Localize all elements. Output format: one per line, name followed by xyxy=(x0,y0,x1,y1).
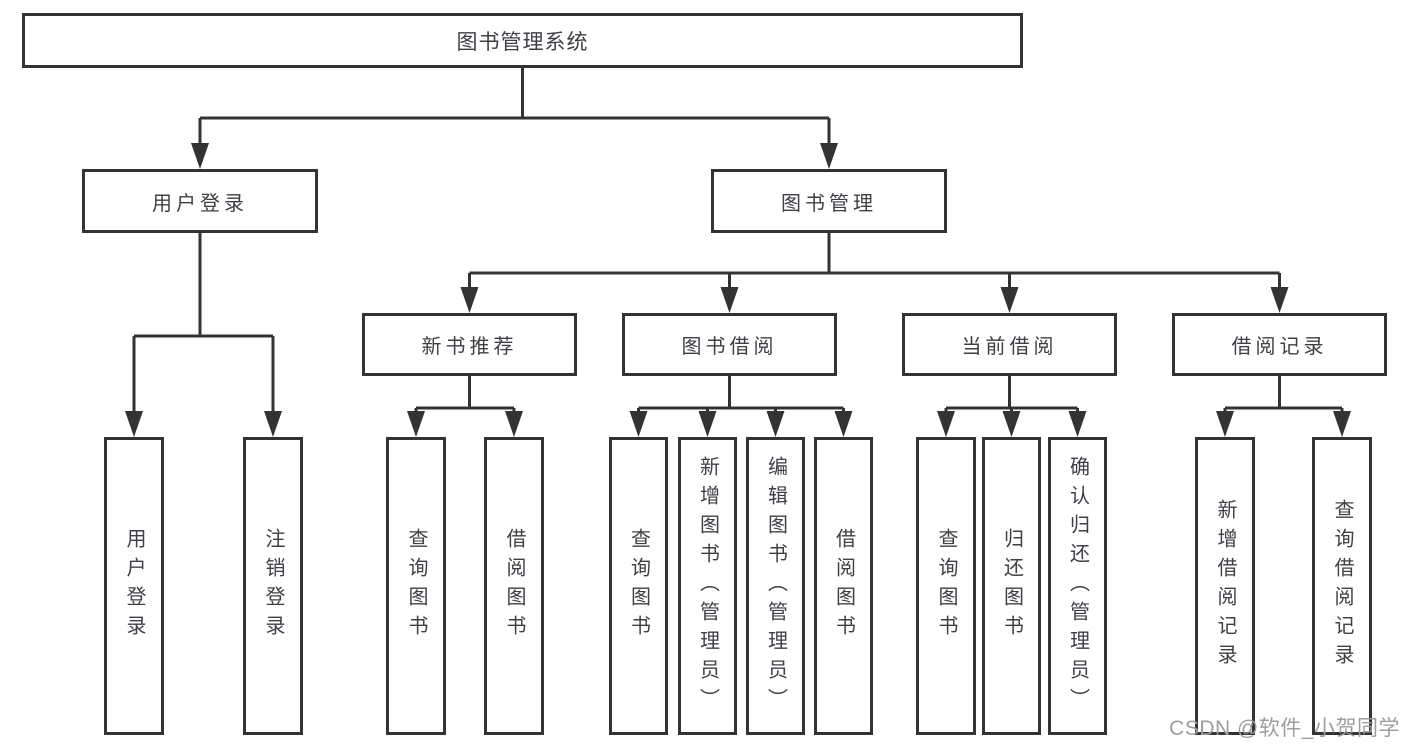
arrowhead-icon xyxy=(720,287,739,313)
arrowhead-icon xyxy=(820,143,838,169)
leaf-add-books-admin: 新增图书（管理员） xyxy=(678,437,737,735)
node-label: 归还图书 xyxy=(1000,528,1023,644)
leaf-edit-books-admin: 编辑图书（管理员） xyxy=(746,437,805,735)
leaf-logout-login: 注销登录 xyxy=(243,437,303,735)
arrowhead-icon xyxy=(629,411,648,437)
arrowhead-icon xyxy=(1216,411,1234,437)
leaf-return-books: 归还图书 xyxy=(982,437,1041,735)
node-book-management: 图书管理 xyxy=(711,169,947,233)
leaf-query-books-3: 查询图书 xyxy=(916,437,976,735)
node-label: 编辑图书（管理员） xyxy=(764,455,787,717)
arrowhead-icon xyxy=(766,411,785,437)
node-label: 借阅图书 xyxy=(503,528,525,644)
node-label: 查询图书 xyxy=(405,528,427,644)
node-book-borrow: 图书借阅 xyxy=(622,313,837,376)
node-label: 图书借阅 xyxy=(681,336,778,358)
node-current-borrow: 当前借阅 xyxy=(902,313,1117,376)
arrowhead-icon xyxy=(191,143,209,169)
csdn-watermark: CSDN @软件_小贺同学 xyxy=(1169,717,1400,740)
node-label: 图书管理系统 xyxy=(456,30,589,54)
arrowhead-icon xyxy=(1068,411,1087,437)
node-label: 借阅记录 xyxy=(1231,336,1328,358)
node-new-book-recommend: 新书推荐 xyxy=(362,313,577,376)
arrowhead-icon xyxy=(125,411,143,437)
arrowhead-icon xyxy=(937,411,955,437)
arrowhead-icon xyxy=(407,411,425,437)
node-label: 确认归还（管理员） xyxy=(1066,455,1089,717)
arrowhead-icon xyxy=(460,287,479,313)
leaf-borrow-books-1: 借阅图书 xyxy=(484,437,544,735)
node-label: 新增借阅记录 xyxy=(1214,499,1236,673)
node-label: 新增图书（管理员） xyxy=(696,455,719,717)
node-user-login: 用户登录 xyxy=(82,169,318,233)
node-label: 查询图书 xyxy=(935,528,957,644)
leaf-user-login: 用户登录 xyxy=(104,437,164,735)
leaf-query-books-2: 查询图书 xyxy=(609,437,668,735)
leaf-confirm-return-admin: 确认归还（管理员） xyxy=(1048,437,1107,735)
node-label: 查询借阅记录 xyxy=(1331,499,1353,673)
leaf-borrow-books-2: 借阅图书 xyxy=(814,437,873,735)
node-borrow-records: 借阅记录 xyxy=(1172,313,1387,376)
leaf-add-borrow-record: 新增借阅记录 xyxy=(1195,437,1255,735)
leaf-query-borrow-record: 查询借阅记录 xyxy=(1312,437,1372,735)
node-label: 用户登录 xyxy=(152,192,248,215)
node-label: 图书管理 xyxy=(781,192,877,215)
arrowhead-icon xyxy=(834,411,853,437)
arrowhead-icon xyxy=(698,411,717,437)
node-label: 当前借阅 xyxy=(961,336,1058,358)
node-label: 查询图书 xyxy=(627,528,650,644)
arrowhead-icon xyxy=(264,411,282,437)
arrowhead-icon xyxy=(505,411,523,437)
arrowhead-icon xyxy=(1000,287,1019,313)
arrowhead-icon xyxy=(1002,411,1021,437)
node-library-management-system: 图书管理系统 xyxy=(22,13,1023,68)
arrowhead-icon xyxy=(1270,287,1289,313)
leaf-query-books-1: 查询图书 xyxy=(386,437,446,735)
node-label: 借阅图书 xyxy=(832,528,855,644)
node-label: 新书推荐 xyxy=(421,336,518,358)
arrowhead-icon xyxy=(1333,411,1351,437)
node-label: 用户登录 xyxy=(123,528,145,644)
node-label: 注销登录 xyxy=(262,528,284,644)
